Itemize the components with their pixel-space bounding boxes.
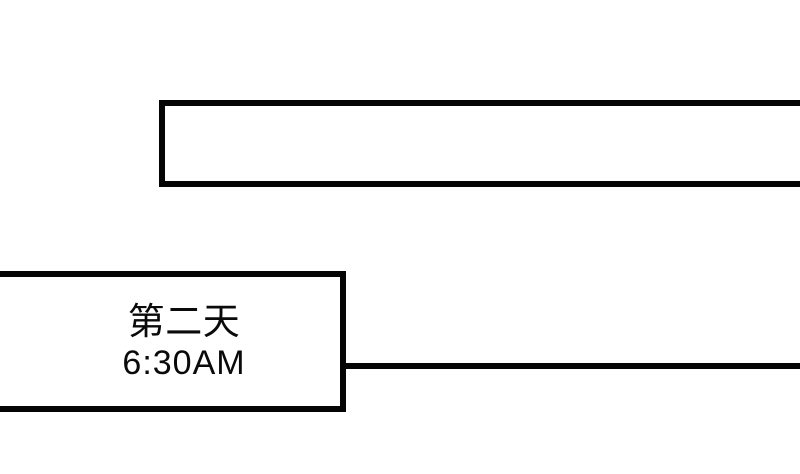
panel-gutter-rule-right bbox=[341, 363, 800, 369]
time-caption: 第二天 6:30AM bbox=[122, 302, 245, 381]
caption-day-label: 第二天 bbox=[127, 299, 241, 343]
comic-panel-bottom-left: 第二天 6:30AM bbox=[0, 271, 346, 412]
comic-panel-top bbox=[159, 100, 800, 187]
caption-time-label: 6:30AM bbox=[122, 344, 246, 383]
